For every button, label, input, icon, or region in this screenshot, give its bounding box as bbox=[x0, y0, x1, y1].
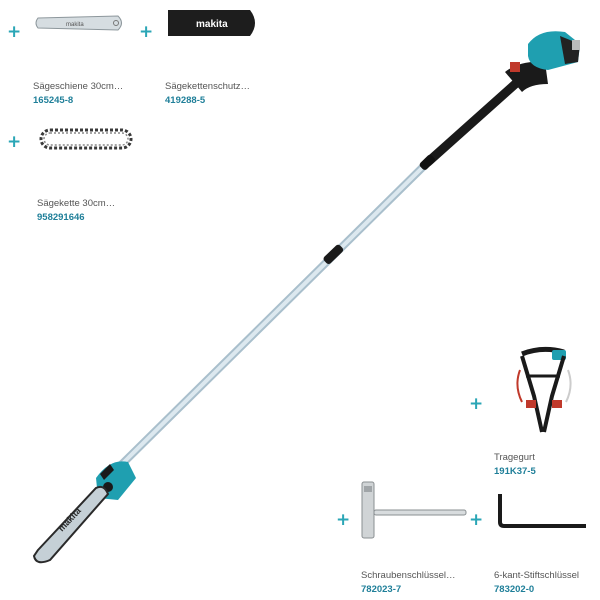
accessory-name: Schraubenschlüssel… bbox=[361, 570, 456, 581]
chain-guard-logo: makita bbox=[196, 19, 228, 30]
accessory-code[interactable]: 958291646 bbox=[37, 212, 85, 223]
accessory-code[interactable]: 783202-0 bbox=[494, 584, 535, 595]
saw-chain-image bbox=[39, 128, 133, 150]
plus-icon: + bbox=[139, 22, 154, 42]
accessory-code[interactable]: 419288-5 bbox=[165, 95, 206, 106]
hex-key-image bbox=[498, 494, 586, 528]
chain-guard-image: makita bbox=[168, 10, 255, 36]
accessory-code[interactable]: 165245-8 bbox=[33, 95, 74, 106]
guide-bar-logo: makita bbox=[66, 22, 84, 28]
plus-icon: + bbox=[7, 22, 22, 42]
accessory-name: 6-kant-Stiftschlüssel bbox=[494, 570, 580, 581]
accessory-name: Sägekettenschutz… bbox=[165, 81, 251, 92]
accessory-code[interactable]: 191K37-5 bbox=[494, 466, 536, 477]
accessory-name: Sägeschiene 30cm… bbox=[33, 81, 124, 92]
guide-bar-image: makita bbox=[35, 15, 122, 31]
plus-icon: + bbox=[336, 510, 351, 530]
plus-icon: + bbox=[469, 394, 484, 414]
accessory-name: Tragegurt bbox=[494, 452, 535, 463]
plus-icon: + bbox=[7, 132, 22, 152]
plus-icon: + bbox=[469, 510, 484, 530]
accessory-code[interactable]: 782023-7 bbox=[361, 584, 402, 595]
socket-wrench-image bbox=[361, 481, 467, 539]
shoulder-harness-image bbox=[516, 346, 572, 433]
accessory-name: Sägekette 30cm… bbox=[37, 198, 116, 209]
